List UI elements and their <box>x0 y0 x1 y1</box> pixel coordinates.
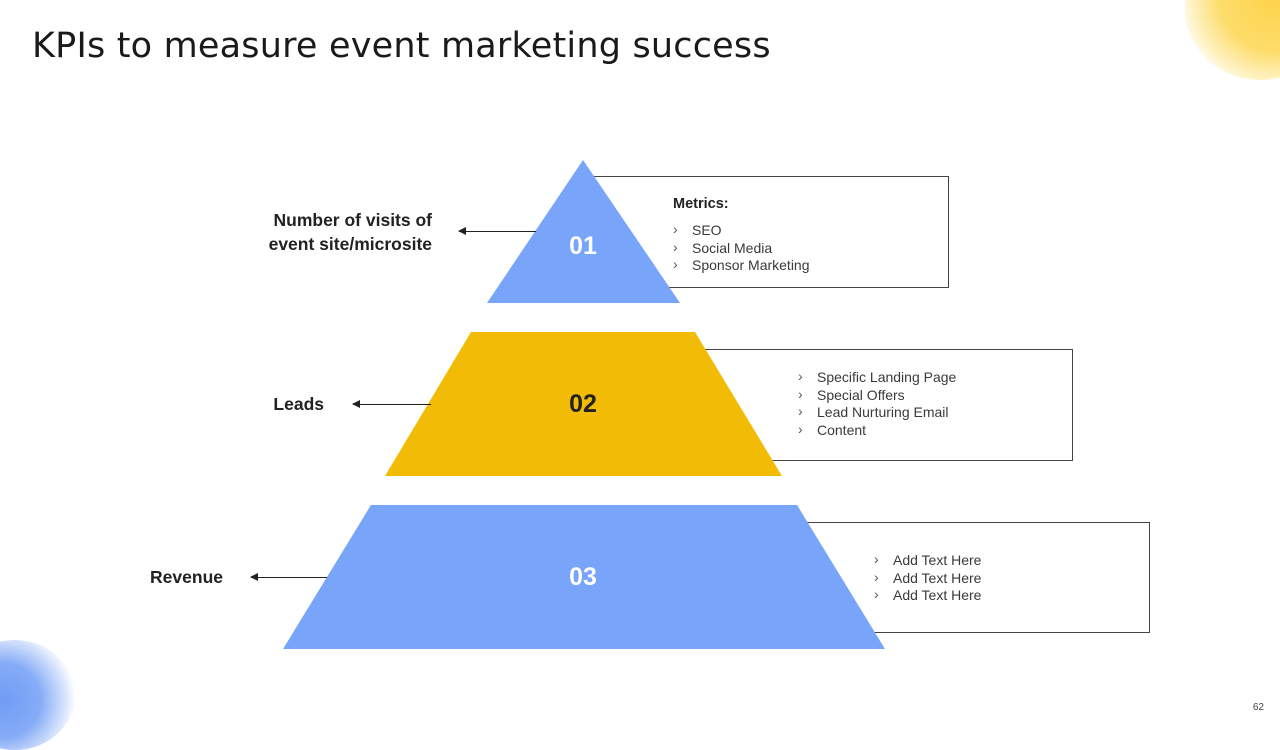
tier-1-metrics-list: SEO Social Media Sponsor Marketing <box>673 221 810 275</box>
list-item: Social Media <box>673 239 810 258</box>
list-item: Add Text Here <box>874 569 981 588</box>
tier-2-number: 02 <box>569 390 597 418</box>
page-number: 62 <box>1252 702 1264 713</box>
list-item: Add Text Here <box>874 551 981 570</box>
list-item: Specific Landing Page <box>798 368 956 387</box>
list-item: Lead Nurturing Email <box>798 403 956 422</box>
pyramid-tier-3 <box>283 505 885 649</box>
pyramid-tier-2 <box>385 332 782 476</box>
tier-3-info-box: Add Text Here Add Text Here Add Text Her… <box>800 522 1150 633</box>
pyramid-diagram <box>283 160 885 649</box>
tier-1-number: 01 <box>569 232 597 260</box>
tier-1-label: Number of visits of event site/microsite <box>200 208 432 256</box>
list-item: Sponsor Marketing <box>673 256 810 275</box>
tier-2-label: Leads <box>273 394 324 414</box>
pyramid-tier-1 <box>487 160 680 303</box>
list-item: Add Text Here <box>874 586 981 605</box>
tier-1-box-heading: Metrics: <box>673 196 729 212</box>
tier-1-arrow <box>458 227 536 235</box>
tier-1-label-line-1: Number of visits of <box>273 210 433 230</box>
tier-2-info-box: Specific Landing Page Special Offers Lea… <box>700 349 1073 461</box>
tier-2-arrow <box>352 400 431 408</box>
tier-1-label-line-2: event site/microsite <box>268 234 432 254</box>
tier-3-label: Revenue <box>150 567 223 587</box>
list-item: SEO <box>673 221 810 240</box>
slide-title: KPIs to measure event marketing success <box>32 26 771 66</box>
tier-3-number: 03 <box>569 563 597 591</box>
tier-2-metrics-list: Specific Landing Page Special Offers Lea… <box>798 368 956 440</box>
tier-3-arrow <box>250 573 327 581</box>
list-item: Content <box>798 421 956 440</box>
list-item: Special Offers <box>798 386 956 405</box>
tier-3-metrics-list: Add Text Here Add Text Here Add Text Her… <box>874 551 981 605</box>
